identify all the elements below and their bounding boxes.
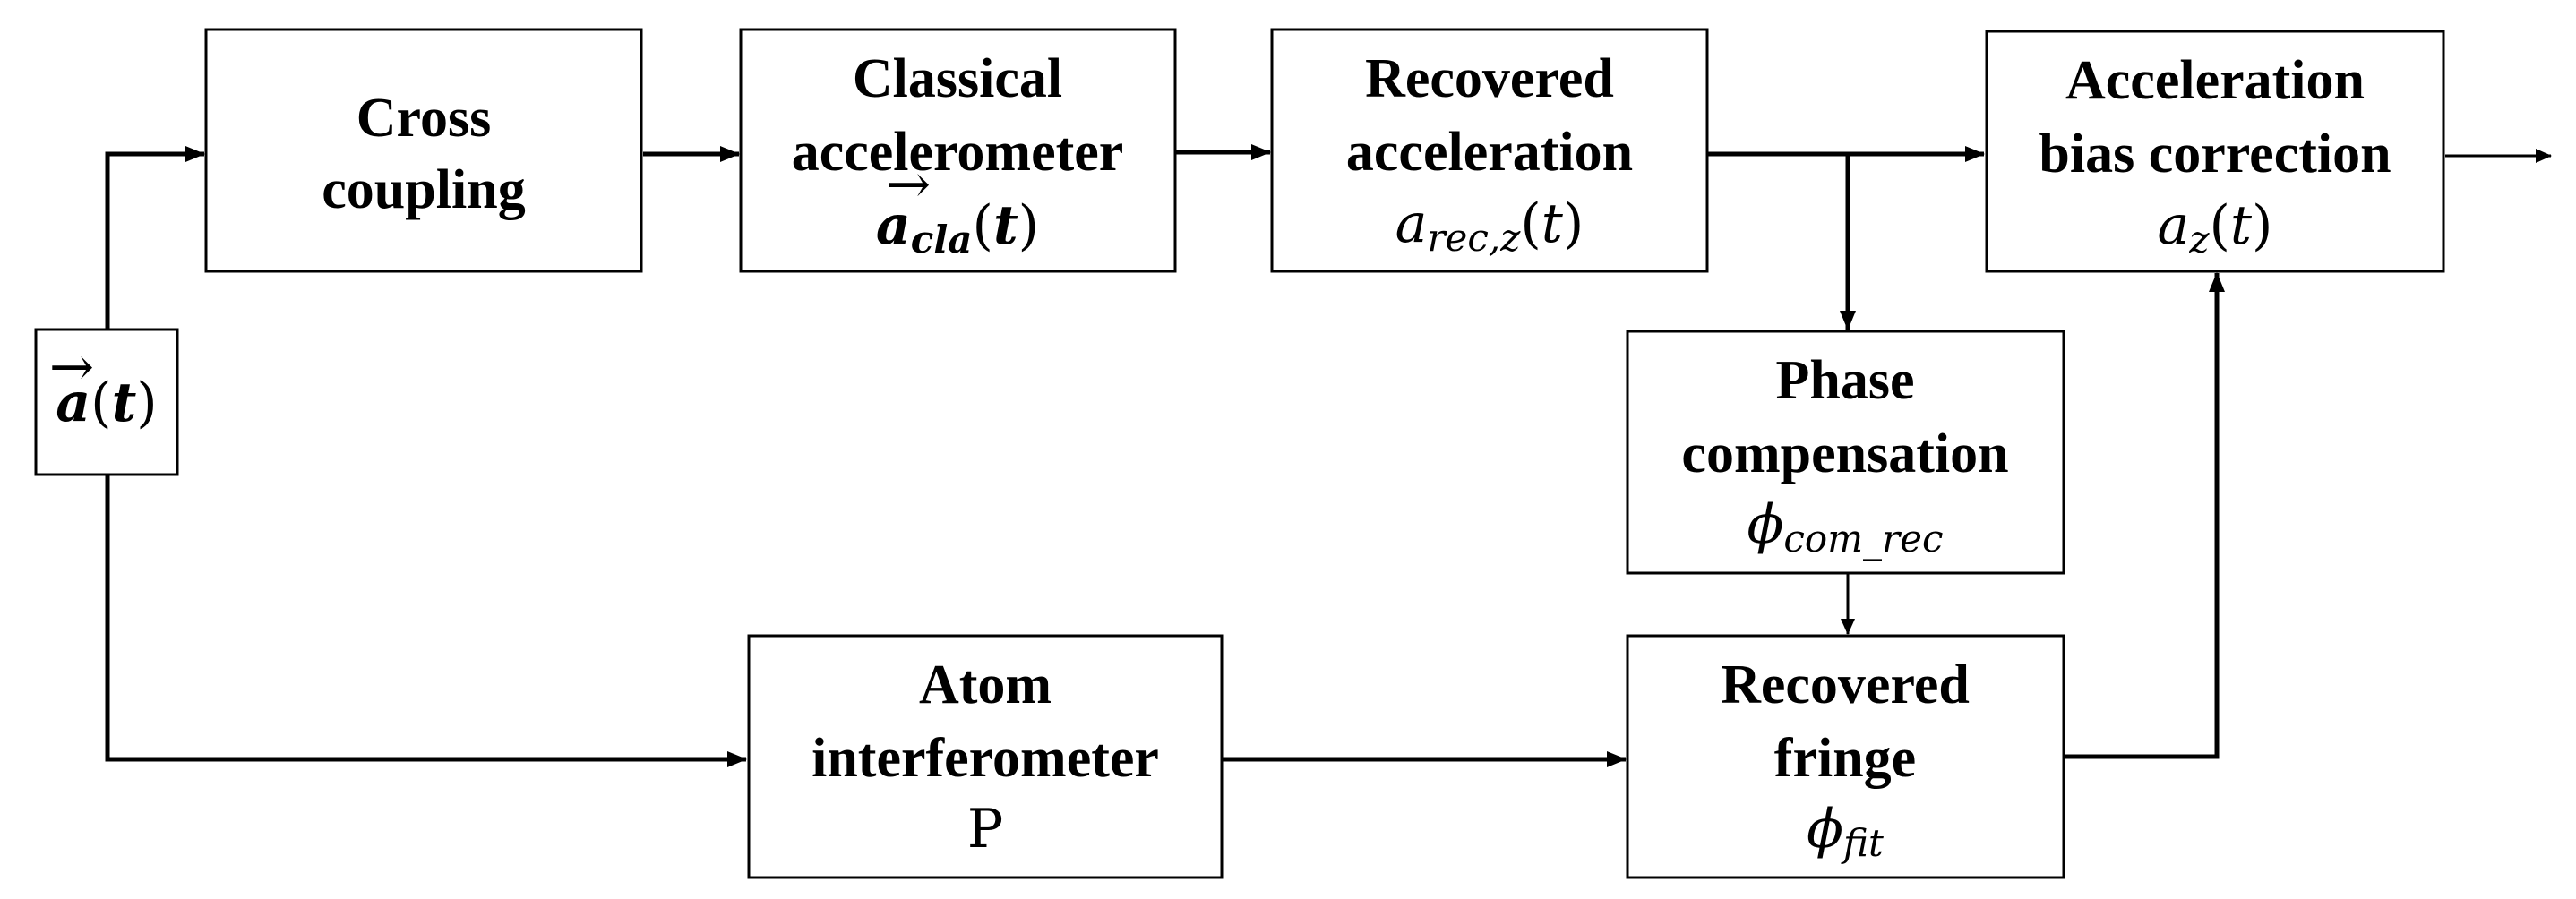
phase-compensation-line2: compensation (1681, 424, 2008, 484)
bias-correction-formula: az(t) (2158, 194, 2273, 261)
arrow-input-to-cross-coupling (105, 146, 205, 331)
cross-coupling-line2: coupling (322, 159, 525, 220)
atom-interferometer-line1: Atom (919, 655, 1052, 715)
recovered-acceleration-box (1270, 28, 1709, 273)
cross-coupling-line1: Cross (356, 88, 491, 149)
classical-formula-close-paren: ) (1018, 194, 1039, 257)
recovered-acceleration-line1: Recovered (1365, 48, 1614, 109)
fringe-formula-sub: fit (1841, 821, 1884, 865)
bias-formula-open-paren: ( (2209, 194, 2229, 257)
phase-formula-var: ϕ (1747, 493, 1784, 556)
phase-compensation-block: Phase compensation ϕcom_rec (1626, 330, 2065, 575)
arrow-input-to-atom-interferometer (105, 475, 747, 767)
recovered-fringe-line1: Recovered (1721, 655, 1970, 715)
input-block: a(t) → (34, 328, 179, 476)
classical-formula-sub: cla (911, 218, 973, 261)
acceleration-bias-correction-block: Acceleration bias correction az(t) (1985, 30, 2445, 273)
classical-accelerometer-formula: acla(t) (876, 194, 1039, 261)
bias-correction-line2: bias correction (2039, 124, 2391, 184)
arrow-fringe-to-bias (2064, 272, 2225, 759)
classical-formula-open-paren: ( (973, 194, 993, 257)
recovered-acc-formula-var: a (1395, 193, 1428, 255)
recovered-acc-formula-arg: t (1541, 193, 1564, 255)
classical-accelerometer-line1: Classical (853, 48, 1062, 109)
recovered-acceleration-formula: arec,z(t) (1395, 193, 1584, 260)
input-vector-arrow: → (49, 336, 94, 398)
cross-coupling-block: Cross coupling (204, 28, 643, 273)
classical-accelerometer-box (739, 28, 1177, 273)
bias-formula-var: a (2158, 194, 2190, 257)
input-close-paren: ) (136, 372, 157, 434)
recovered-fringe-block: Recovered fringe ϕfit (1626, 634, 2065, 879)
input-var: a (56, 372, 90, 434)
input-box (34, 328, 179, 476)
atom-interferometer-line2: interferometer (811, 728, 1159, 789)
recovered-acc-formula-close-paren: ) (1563, 193, 1584, 255)
phase-compensation-line1: Phase (1776, 350, 1915, 411)
bias-correction-line1: Acceleration (2065, 50, 2365, 111)
recovered-fringe-line2: fringe (1774, 728, 1916, 789)
bias-formula-close-paren: ) (2252, 194, 2272, 257)
classical-accelerometer-vector-arrow: → (886, 153, 931, 216)
classical-accelerometer-block: Classical accelerometer → acla(t) (739, 28, 1177, 273)
recovered-acceleration-line2: acceleration (1346, 122, 1633, 183)
recovered-acc-formula-sub: rec,z (1427, 216, 1521, 260)
acceleration-bias-correction-box (1985, 30, 2445, 273)
atom-interferometer-block: Atom interferometer P (747, 634, 1224, 879)
classical-accelerometer-line2: accelerometer (792, 122, 1124, 183)
bias-formula-arg: t (2230, 194, 2253, 257)
recovered-acceleration-block: Recovered acceleration arec,z(t) (1270, 28, 1709, 273)
recovered-fringe-box (1626, 634, 2065, 879)
bias-formula-sub: z (2188, 218, 2210, 261)
recovered-acc-formula-open-paren: ( (1520, 193, 1541, 255)
input-formula: a(t) (56, 372, 157, 434)
atom-interferometer-formula: P (967, 798, 1003, 860)
phase-compensation-formula: ϕcom_rec (1747, 493, 1944, 561)
phase-formula-sub: com_rec (1783, 517, 1943, 561)
recovered-fringe-formula: ϕfit (1807, 798, 1884, 865)
cross-coupling-box (204, 28, 643, 273)
classical-formula-arg: t (993, 194, 1018, 257)
atom-interferometer-box (747, 634, 1224, 879)
fringe-formula-var: ϕ (1807, 798, 1843, 860)
input-arg: t (112, 372, 137, 434)
input-open-paren: ( (90, 372, 111, 434)
classical-formula-var: a (876, 194, 911, 257)
connectors (105, 144, 2552, 767)
phase-compensation-box (1626, 330, 2065, 575)
